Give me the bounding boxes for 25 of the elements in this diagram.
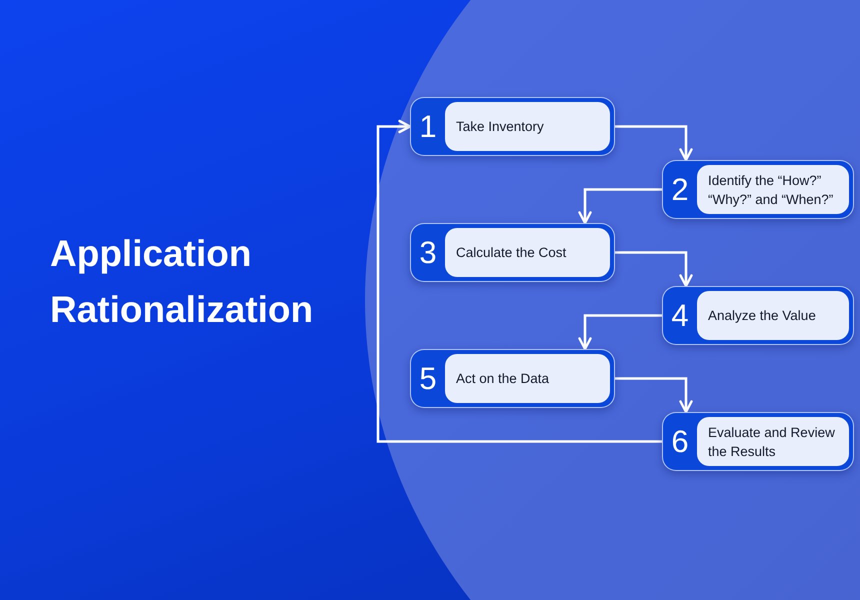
step-label: Evaluate and Review the Results <box>697 417 849 466</box>
step-label: Act on the Data <box>445 354 610 403</box>
step-box <box>410 97 615 156</box>
step-number: 4 <box>670 297 690 335</box>
step-label: Calculate the Cost <box>445 228 610 277</box>
step-box <box>662 286 854 345</box>
step-number: 6 <box>670 423 690 461</box>
arrow <box>578 314 662 350</box>
step-label: Identify the “How?” “Why?” and “When?” <box>697 165 849 214</box>
arrow <box>578 188 662 224</box>
arrow <box>376 120 662 443</box>
arrow <box>615 125 693 162</box>
title: Application Rationalization <box>50 232 314 332</box>
step-label: Take Inventory <box>445 102 610 151</box>
arrow <box>615 251 693 288</box>
step-box <box>410 349 615 408</box>
step-number: 5 <box>418 360 438 398</box>
step-box <box>410 223 615 282</box>
arrow <box>615 377 693 414</box>
step-number: 3 <box>418 234 438 272</box>
step-box <box>662 160 854 219</box>
step-label: Analyze the Value <box>697 291 849 340</box>
step-number: 2 <box>670 171 690 209</box>
step-number: 1 <box>418 108 438 146</box>
step-box <box>662 412 854 471</box>
